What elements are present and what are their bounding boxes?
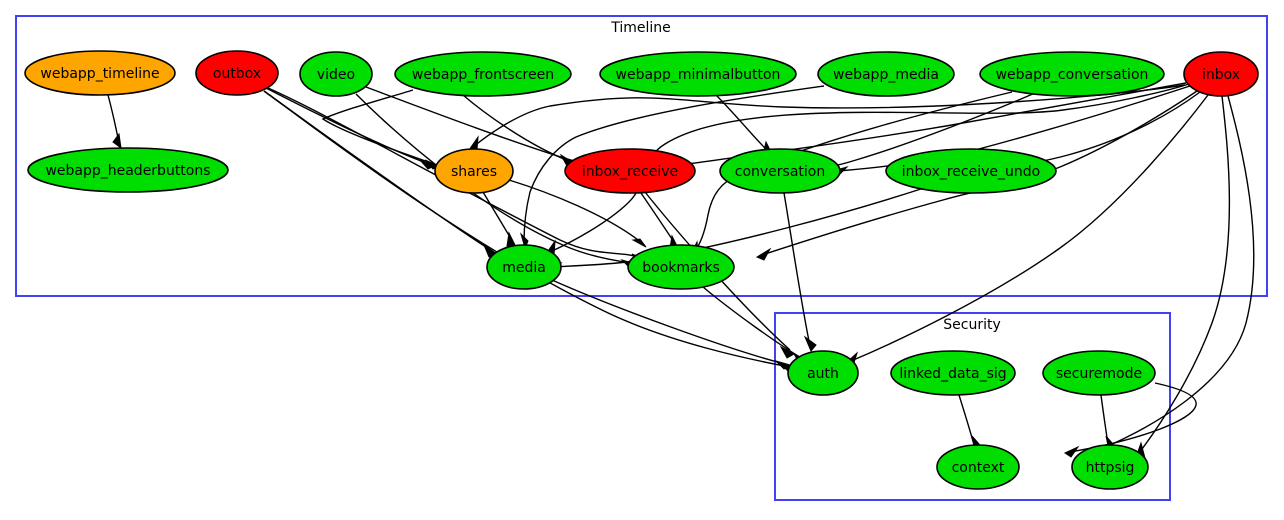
node-shape[interactable] (27, 147, 229, 193)
edge-bookmarks-to-auth (702, 286, 809, 365)
node-shares[interactable]: shares (434, 148, 514, 194)
edge-path (263, 90, 791, 368)
edge-path (265, 87, 430, 165)
edge-path (321, 89, 435, 165)
arrowhead-icon (1063, 445, 1080, 458)
edge-path (355, 93, 632, 264)
node-shape[interactable] (24, 50, 176, 96)
node-shape[interactable] (627, 244, 735, 290)
node-shape[interactable] (599, 51, 797, 97)
edge-path (837, 85, 1191, 172)
node-shape[interactable] (434, 148, 514, 194)
node-context[interactable]: context (936, 444, 1020, 490)
edge-path (551, 279, 786, 365)
node-conversation[interactable]: conversation (719, 148, 841, 194)
edge-securemode-to-httpsig (1100, 394, 1113, 452)
edge-path (472, 84, 1186, 148)
edge-path (702, 286, 804, 360)
edge-path (1138, 95, 1231, 454)
arrowhead-icon (779, 345, 796, 359)
edge-media-to-auth (551, 279, 792, 370)
node-httpsig[interactable]: httpsig (1071, 444, 1149, 490)
cluster-border (15, 15, 1268, 297)
node-shape[interactable] (564, 148, 696, 194)
edge-shares-to-media (482, 191, 517, 248)
node-inbox_receive_undo[interactable]: inbox_receive_undo (885, 148, 1057, 194)
node-shape[interactable] (1183, 51, 1259, 97)
node-webapp_media[interactable]: webapp_media (817, 51, 955, 97)
edge-webapp_timeline-to-webapp_headerbuttons (107, 94, 122, 150)
node-webapp_timeline[interactable]: webapp_timeline (24, 50, 176, 96)
edge-inbox_receive-to-bookmarks (640, 192, 680, 251)
edge-shares-to-bookmarks (508, 179, 647, 248)
node-outbox[interactable]: outbox (195, 50, 279, 96)
edge-outbox-to-auth (263, 90, 797, 373)
arrowhead-icon (803, 335, 817, 352)
node-bookmarks[interactable]: bookmarks (627, 244, 735, 290)
node-auth[interactable]: auth (787, 350, 859, 396)
edge-path (549, 83, 1190, 253)
edge-conversation-to-auth (783, 192, 817, 352)
node-video[interactable]: video (299, 51, 373, 97)
edge-path (365, 86, 571, 161)
arrowhead-icon (774, 359, 792, 370)
node-shape[interactable] (979, 51, 1165, 97)
node-shape[interactable] (1042, 350, 1156, 396)
node-webapp_minimalbutton[interactable]: webapp_minimalbutton (599, 51, 797, 97)
node-webapp_headerbuttons[interactable]: webapp_headerbuttons (27, 147, 229, 193)
edge-webapp_minimalbutton-to-conversation (715, 94, 774, 157)
node-shape[interactable] (1071, 444, 1149, 490)
arrowhead-icon (755, 247, 772, 261)
node-securemode[interactable]: securemode (1042, 350, 1156, 396)
edge-path (958, 394, 975, 446)
arrowhead-icon (468, 135, 479, 151)
node-shape[interactable] (885, 148, 1057, 194)
edge-path (523, 85, 825, 244)
cluster-label: Timeline (610, 20, 671, 36)
edge-path (508, 179, 643, 244)
node-webapp_frontscreen[interactable]: webapp_frontscreen (394, 51, 572, 97)
node-media[interactable]: media (486, 244, 562, 290)
edge-path (1069, 382, 1197, 453)
edge-securemode-to-context (1063, 382, 1197, 458)
node-shape[interactable] (787, 350, 859, 396)
node-inbox[interactable]: inbox (1183, 51, 1259, 97)
cluster-label: Security (943, 317, 1001, 333)
arrowhead-icon (631, 238, 647, 248)
edge-path (462, 94, 570, 162)
edge-webapp_frontscreen-to-shares (321, 89, 441, 170)
arrowhead-icon (112, 132, 122, 150)
cluster-timeline: Timeline (15, 15, 1268, 297)
node-shape[interactable] (195, 50, 279, 96)
edge-path (783, 192, 811, 347)
edge-path (640, 192, 677, 246)
node-shape[interactable] (486, 244, 562, 290)
node-shape[interactable] (936, 444, 1020, 490)
node-shape[interactable] (890, 350, 1016, 396)
edge-path (551, 187, 925, 268)
edge-path (1085, 95, 1255, 456)
node-shape[interactable] (299, 51, 373, 97)
node-shape[interactable] (719, 148, 841, 194)
node-webapp_conversation[interactable]: webapp_conversation (979, 51, 1165, 97)
node-inbox_receive[interactable]: inbox_receive (564, 148, 696, 194)
node-shape[interactable] (817, 51, 955, 97)
node-linked_data_sig[interactable]: linked_data_sig (890, 350, 1016, 396)
edge-linked_data_sig-to-context (958, 394, 980, 452)
edge-inbox-to-shares (468, 84, 1186, 151)
edge-path (850, 94, 1209, 362)
node-shape[interactable] (394, 51, 572, 97)
